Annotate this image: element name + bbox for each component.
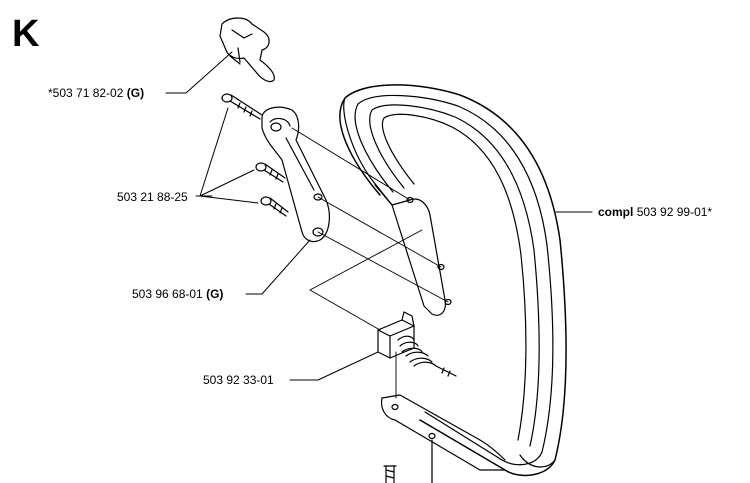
spring-part [377, 311, 457, 377]
part-label-knob: *503 71 82-02 (G) [48, 86, 145, 100]
part-label-screws: 503 21 88-25 [117, 190, 188, 204]
section-letter: K [12, 13, 40, 55]
assembly-lines [291, 127, 449, 399]
bracket-part [261, 106, 330, 243]
part-label-bracket: 503 96 68-01 (G) [132, 287, 224, 301]
screw-middle [255, 162, 286, 183]
bottom-bolt [383, 465, 397, 483]
part-label-spring: 503 92 33-01 [203, 373, 274, 387]
screw-top [221, 93, 263, 120]
leader-lines [165, 51, 593, 381]
knob-part [219, 17, 275, 83]
screw-bottom [260, 196, 289, 217]
front-handle [339, 84, 567, 483]
part-label-handle: compl 503 92 99-01* [598, 205, 713, 219]
